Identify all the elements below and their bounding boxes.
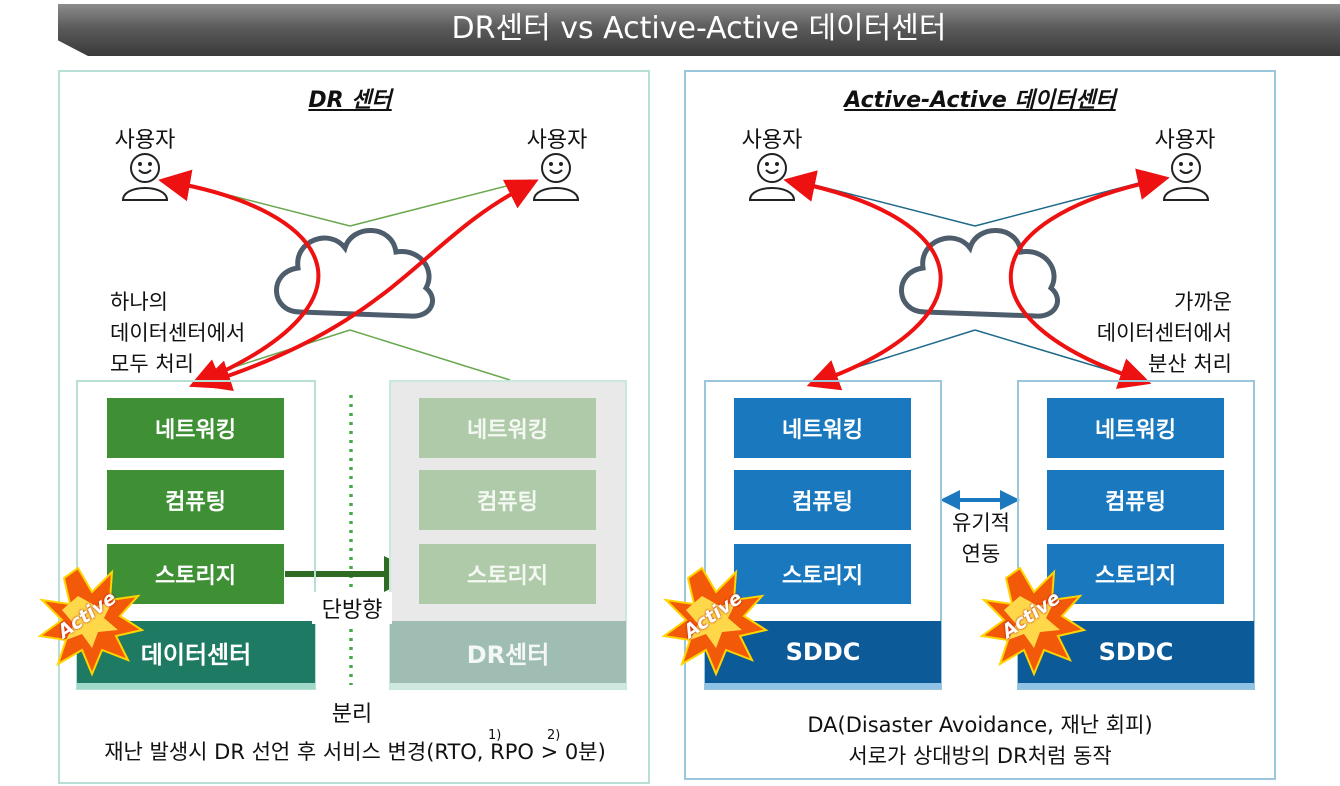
active-burst-icon xyxy=(37,566,145,677)
dr-center-base: DR센터 xyxy=(390,621,626,683)
base-underline xyxy=(705,683,941,689)
user-label: 사용자 xyxy=(526,128,588,153)
dr-user-arrows xyxy=(158,169,539,391)
separation-label: 분리 xyxy=(331,702,373,727)
primary-datacenter xyxy=(76,380,316,690)
user-icon xyxy=(1162,153,1210,201)
note-line: 하나의 xyxy=(110,290,168,314)
footnote-marker: 1) xyxy=(488,728,502,743)
note-line: 모두 처리 xyxy=(110,352,194,376)
dr-heading: DR 센터 xyxy=(308,88,392,113)
footnote-marker: 2) xyxy=(547,728,561,743)
computing-block: 컴퓨팅 xyxy=(734,470,911,530)
user-icon xyxy=(121,153,169,201)
title-banner xyxy=(58,4,1340,56)
computing-block: 컴퓨팅 xyxy=(1047,470,1224,530)
base-underline xyxy=(77,683,315,689)
user-icon xyxy=(532,153,580,201)
networking-block: 네트워킹 xyxy=(734,398,911,458)
aa-footer: DA(Disaster Avoidance, 재난 회피) 서로가 상대방의 D… xyxy=(700,710,1260,772)
storage-block: 스토리지 xyxy=(419,544,596,604)
aa-heading: Active-Active 데이터센터 xyxy=(844,88,1116,113)
page-title: DR센터 vs Active-Active 데이터센터 xyxy=(451,11,947,46)
networking-block: 네트워킹 xyxy=(1047,398,1224,458)
footer-line: 서로가 상대방의 DR처럼 동작 xyxy=(848,744,1112,768)
sddc-site-1 xyxy=(704,380,942,690)
active-burst-icon xyxy=(661,566,769,677)
user-label: 사용자 xyxy=(741,128,803,153)
note-line: 데이터센터에서 xyxy=(110,321,246,345)
user-label: 사용자 xyxy=(114,128,176,153)
dr-footer: 재난 발생시 DR 선언 후 서비스 변경(RTO, RPO > 0분) xyxy=(104,740,606,764)
sddc-site-2 xyxy=(1017,380,1255,690)
active-burst-icon xyxy=(979,566,1087,677)
storage-block: 스토리지 xyxy=(1047,544,1224,604)
footer-line: DA(Disaster Avoidance, 재난 회피) xyxy=(807,713,1153,737)
user-icon xyxy=(748,153,796,201)
user-label: 사용자 xyxy=(1154,128,1216,153)
note-line: 데이터센터에서 xyxy=(1096,321,1232,345)
link-label-line: 유기적 xyxy=(952,511,1010,535)
note-line: 가까운 xyxy=(1174,290,1232,314)
computing-block: 컴퓨팅 xyxy=(419,470,596,530)
link-label: 유기적 연동 xyxy=(936,508,1026,570)
active-active-panel xyxy=(684,70,1276,780)
dr-description: 하나의 데이터센터에서 모두 처리 xyxy=(110,287,245,380)
base-underline xyxy=(390,683,626,689)
one-way-label: 단방향 xyxy=(312,592,392,624)
networking-block: 네트워킹 xyxy=(419,398,596,458)
aa-user-arrows xyxy=(783,168,1170,391)
dr-center-panel xyxy=(58,70,650,784)
computing-block: 컴퓨팅 xyxy=(107,470,284,530)
storage-block: 스토리지 xyxy=(734,544,911,604)
note-line: 분산 처리 xyxy=(1148,352,1232,376)
base-underline xyxy=(1018,683,1254,689)
storage-block: 스토리지 xyxy=(107,544,284,604)
networking-block: 네트워킹 xyxy=(107,398,284,458)
link-label-line: 연동 xyxy=(961,542,1001,566)
aa-description: 가까운 데이터센터에서 분산 처리 xyxy=(1060,287,1232,380)
